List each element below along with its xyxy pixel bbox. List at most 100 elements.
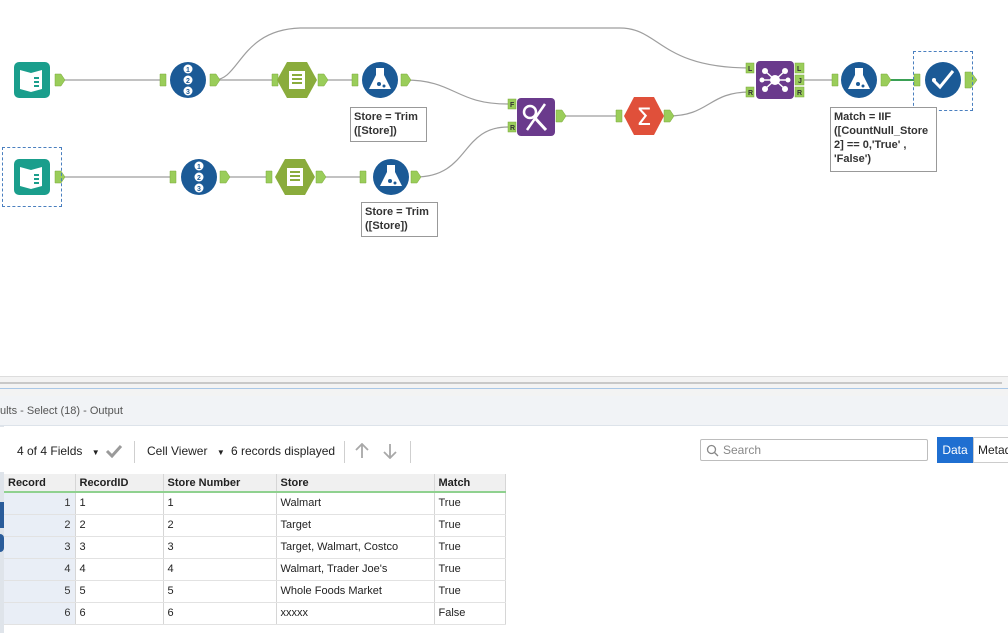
formula-tool-bottom[interactable] <box>373 159 409 195</box>
search-box[interactable] <box>700 439 928 461</box>
arrow-up-icon[interactable] <box>354 443 370 459</box>
cell-store[interactable]: xxxxx <box>276 602 435 625</box>
cell-viewer-label: Cell Viewer <box>147 444 208 458</box>
cell-match[interactable]: True <box>434 558 506 581</box>
cell-recordid[interactable]: 1 <box>75 492 164 515</box>
table-row[interactable]: 2 2 2 Target True <box>4 514 506 537</box>
splitter-accent <box>0 388 1008 389</box>
cell-store-number[interactable]: 3 <box>163 536 277 559</box>
anchor-label-join-l-out: L <box>797 66 802 73</box>
checkmark-icon <box>931 70 955 90</box>
anchor-label-join-left: L <box>748 66 753 73</box>
cell-match[interactable]: True <box>434 580 506 603</box>
browse-tool[interactable] <box>925 62 961 98</box>
cell-store[interactable]: Target, Walmart, Costco <box>276 536 435 559</box>
cell-recordid[interactable]: 6 <box>75 602 164 625</box>
results-grid[interactable]: Record RecordID Store Number Store Match… <box>4 474 506 625</box>
table-row[interactable]: 6 6 6 xxxxx False <box>4 602 506 625</box>
row-indicator <box>0 534 4 552</box>
svg-text:2: 2 <box>186 78 190 85</box>
column-header-match[interactable]: Match <box>434 474 506 493</box>
select-tool-top[interactable] <box>277 62 317 98</box>
metadata-button[interactable]: Metadata <box>973 437 1008 463</box>
cell-match[interactable]: False <box>434 602 506 625</box>
cell-record[interactable]: 6 <box>4 602 76 625</box>
anchor-label-join-r-out: R <box>797 90 802 97</box>
svg-text:1: 1 <box>186 67 190 74</box>
splitter-line <box>0 382 1002 384</box>
annotation-match-formula[interactable]: Match = IIF ([CountNull_Store 2] == 0,'T… <box>830 107 937 172</box>
anchor-label-r: R <box>510 125 515 132</box>
cell-store-number[interactable]: 5 <box>163 580 277 603</box>
cell-store-number[interactable]: 1 <box>163 492 277 515</box>
flask-icon <box>848 68 870 89</box>
grid-header-row: Record RecordID Store Number Store Match <box>4 474 506 493</box>
svg-text:2: 2 <box>197 175 201 182</box>
workflow-canvas[interactable]: F R L R L J R 1 2 3 <box>0 0 1008 376</box>
anchor-labels: F R L R L J R <box>510 66 802 132</box>
toolbar-separator <box>344 441 345 463</box>
chevron-down-icon: ▼ <box>216 448 225 457</box>
cell-store-number[interactable]: 6 <box>163 602 277 625</box>
panel-splitter[interactable] <box>0 376 1008 396</box>
input-tool-top[interactable] <box>14 62 50 98</box>
table-row[interactable]: 4 4 4 Walmart, Trader Joe's True <box>4 558 506 581</box>
input-tool-bottom[interactable] <box>14 159 50 195</box>
column-header-recordid[interactable]: RecordID <box>75 474 164 493</box>
recordid-tool-bottom[interactable]: 123 <box>181 159 217 195</box>
input-tool-bottom-selection <box>2 147 62 207</box>
sigma-icon: Σ <box>636 103 651 131</box>
cell-match[interactable]: True <box>434 536 506 559</box>
arrow-down-icon[interactable] <box>382 443 398 459</box>
svg-text:3: 3 <box>186 89 190 96</box>
cell-match[interactable]: True <box>434 514 506 537</box>
cell-store[interactable]: Whole Foods Market <box>276 580 435 603</box>
table-row[interactable]: 3 3 3 Target, Walmart, Costco True <box>4 536 506 559</box>
join-tool[interactable] <box>756 61 794 99</box>
formula-tool-match[interactable] <box>841 62 877 98</box>
cell-store-number[interactable]: 2 <box>163 514 277 537</box>
table-row[interactable]: 1 1 1 Walmart True <box>4 492 506 515</box>
cell-record[interactable]: 5 <box>4 580 76 603</box>
cell-recordid[interactable]: 2 <box>75 514 164 537</box>
formula-tool-top[interactable] <box>362 62 398 98</box>
annotation-trim-bottom[interactable]: Store = Trim ([Store]) <box>361 202 438 237</box>
cell-record[interactable]: 1 <box>4 492 76 515</box>
cell-recordid[interactable]: 3 <box>75 536 164 559</box>
cell-match[interactable]: True <box>434 492 506 515</box>
svg-text:3: 3 <box>197 186 201 193</box>
numbered-list-icon: 123 <box>197 164 201 193</box>
summarize-tool[interactable]: Σ <box>624 97 664 135</box>
cell-viewer-selector[interactable]: Cell Viewer ▼ <box>147 444 225 458</box>
anchor-label-join-right: R <box>748 90 753 97</box>
results-window-title: ults - Select (18) - Output <box>0 396 1008 426</box>
annotation-trim-top[interactable]: Store = Trim ([Store]) <box>350 107 427 142</box>
select-tool-bottom[interactable] <box>275 159 315 195</box>
table-row[interactable]: 5 5 5 Whole Foods Market True <box>4 580 506 603</box>
cell-recordid[interactable]: 4 <box>75 558 164 581</box>
checkmark-icon[interactable] <box>105 444 123 458</box>
connector-lines <box>62 27 836 178</box>
find-replace-tool[interactable] <box>517 98 555 136</box>
cell-store[interactable]: Walmart, Trader Joe's <box>276 558 435 581</box>
data-button[interactable]: Data <box>937 437 973 463</box>
cell-recordid[interactable]: 5 <box>75 580 164 603</box>
magnifier-icon <box>522 104 538 120</box>
column-header-store-number[interactable]: Store Number <box>163 474 277 493</box>
column-header-record[interactable]: Record <box>4 474 76 493</box>
cell-store[interactable]: Walmart <box>276 492 435 515</box>
cell-record[interactable]: 3 <box>4 536 76 559</box>
cell-record[interactable]: 4 <box>4 558 76 581</box>
chevron-down-icon: ▼ <box>91 448 100 457</box>
fields-label: 4 of 4 Fields <box>17 444 83 458</box>
toolbar-separator <box>134 441 135 463</box>
cell-store[interactable]: Target <box>276 514 435 537</box>
records-count: 6 records displayed <box>231 444 336 458</box>
fields-selector[interactable]: 4 of 4 Fields ▼ <box>17 444 100 458</box>
results-toolbar: 4 of 4 Fields ▼ Cell Viewer ▼ 6 records … <box>0 427 1008 472</box>
cell-store-number[interactable]: 4 <box>163 558 277 581</box>
cell-record[interactable]: 2 <box>4 514 76 537</box>
search-input[interactable] <box>723 442 923 458</box>
column-header-store[interactable]: Store <box>276 474 435 493</box>
recordid-tool-top[interactable]: 1 2 3 <box>170 62 206 98</box>
